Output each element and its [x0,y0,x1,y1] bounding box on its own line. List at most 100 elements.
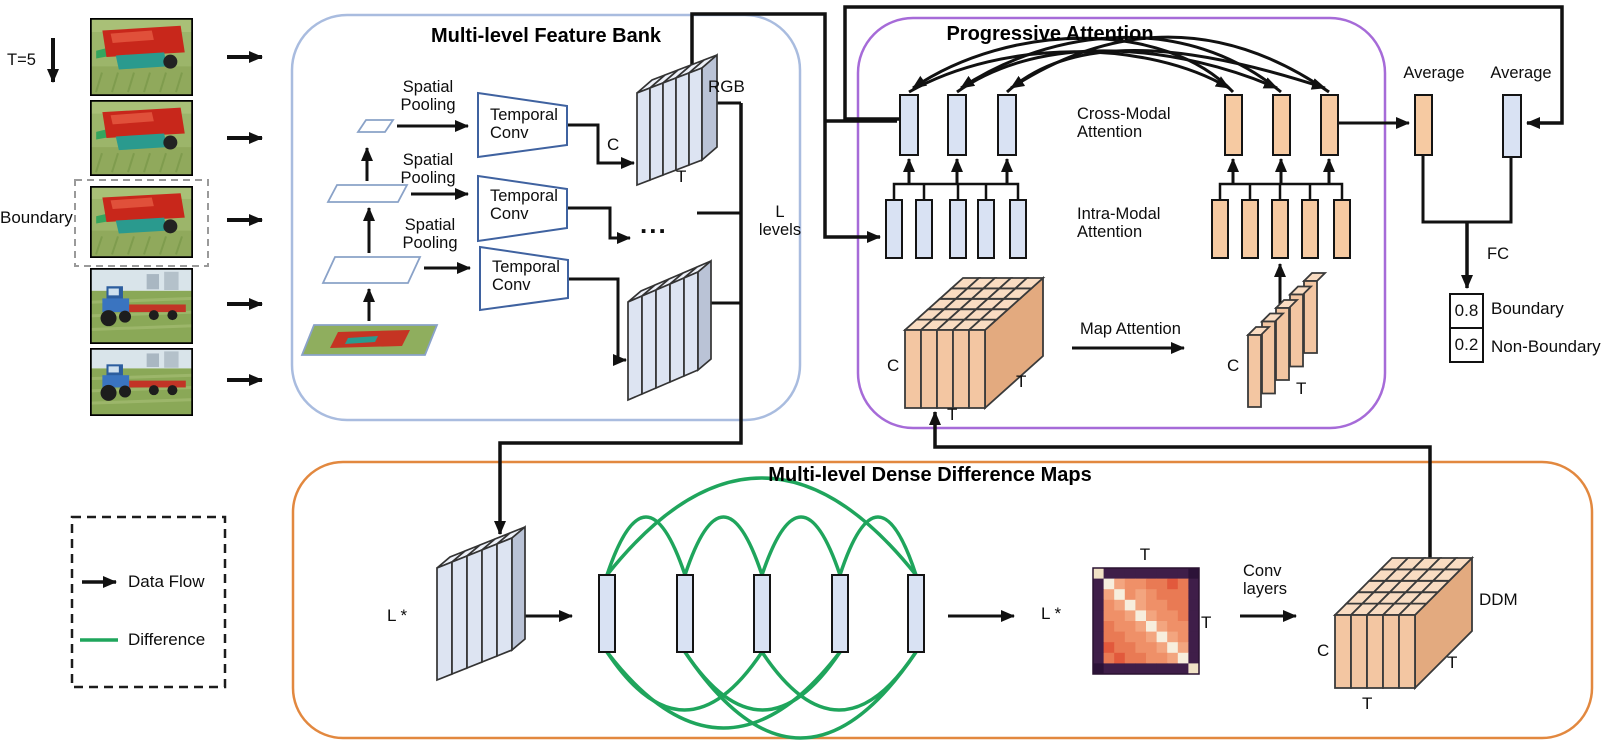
levels-to-ddm-connector [494,103,743,535]
spatial-pooling-label-2: Spatial Pooling [400,151,456,188]
cross-modal-bar-ddm [1224,94,1243,156]
intra-modal-bar-ddm [1211,199,1229,259]
score-boxes: 0.8 0.2 [1449,293,1484,363]
boundary-output-label: Boundary [1491,299,1564,318]
cross-modal-bar-ddm [1272,94,1291,156]
pooled-map-small [356,119,395,133]
progressive-attention-box [856,16,1387,430]
ddm-to-attention-connector [929,411,1432,562]
boundary-label: Boundary [0,208,73,227]
ddm-input-feature-stack [436,525,526,682]
conv-out-connector [567,123,635,169]
pa-cube-c-label: C [887,356,900,375]
average-bar-rgb [1502,94,1522,158]
cross-modal-bar-rgb [899,94,919,156]
boundary-dashed-box [74,179,209,267]
intra-modal-bar-rgb [949,199,967,259]
legend-difference-label: Difference [128,630,206,649]
video-frame-mower [90,100,193,176]
spatial-pooling-label-3: Spatial Pooling [402,216,458,253]
intra-modal-bar-ddm [1301,199,1319,259]
legend-box [70,515,227,689]
temporal-conv-label-1: Temporal Conv [490,106,558,143]
intra-modal-bar-rgb [915,199,933,259]
feature-bank-title: Multi-level Feature Bank [430,25,662,47]
video-frame-tractor [90,348,193,416]
level-bar [907,574,925,653]
cross-modal-label: Cross-Modal Attention [1077,105,1171,142]
attention-map-cube [902,275,1046,411]
difference-heatmap [1092,567,1200,675]
c-dim-label: C [607,135,620,154]
intra-bracket [892,182,1020,200]
intra-modal-bar-ddm [1271,199,1289,259]
ddm-title: Multi-level Dense Difference Maps [768,464,1092,486]
rgb-to-intra-connector [690,12,881,243]
t5-label: T=5 [7,51,36,69]
cross-to-average-connector [843,5,1564,129]
cross-modal-bar-rgb [947,94,967,156]
level-bar [598,574,616,653]
map-attention-label: Map Attention [1080,320,1181,338]
cross-modal-bar-ddm [1320,94,1339,156]
feature-bank-box [290,13,802,422]
ddm-output-label: DDM [1479,590,1518,609]
non-boundary-score-value: 0.2 [1451,327,1482,361]
difference-arc [838,515,918,576]
fc-label: FC [1487,245,1509,263]
intra-modal-bar-ddm [1333,199,1351,259]
difference-arc [605,515,687,576]
conv-out-connector [567,206,631,244]
intra-modal-label: Intra-Modal Attention [1077,205,1161,242]
difference-arc [760,515,842,576]
difference-arc [605,476,918,577]
video-frame-mower [90,186,193,258]
mapped-attention-slab [1245,272,1328,408]
ddm-box [291,460,1594,740]
average-label-left: Average [1403,64,1465,82]
pa-cube-t-bottom-label: T [947,405,958,424]
boundary-score-value: 0.8 [1454,301,1479,320]
difference-arc [605,650,842,730]
rgb-label: RGB [708,77,745,96]
cross-attention-curve [912,36,1235,94]
average-join [1421,155,1467,224]
temporal-conv-label-3: Temporal Conv [492,258,560,295]
intra-modal-bar-rgb [1009,199,1027,259]
ddm-cube-c-label: C [1317,641,1330,660]
frame-plane-deck [345,336,378,344]
average-label-right: Average [1490,64,1552,82]
progressive-attention-title: Progressive Attention [946,23,1154,45]
pa-cube-t-side-label: T [1016,372,1027,391]
l-star-maps-label: L * [1041,604,1062,623]
cross-modal-bar-rgb [997,94,1017,156]
pooled-map-large [321,256,422,284]
spatial-pooling-label-1: Spatial Pooling [400,78,456,115]
legend-data-flow-label: Data Flow [128,572,205,591]
video-frame-tractor [90,268,193,344]
slab-c-label: C [1227,356,1240,375]
ddm-cube-t-side-label: T [1447,653,1458,672]
video-frame-mower [90,18,193,96]
temporal-conv-block [479,245,569,312]
heatmap-t-right-label: T [1201,613,1212,632]
level-bar [831,574,849,653]
ddm-output-cube [1332,555,1475,691]
slab-t-label: T [1296,379,1307,398]
difference-arc [683,515,764,576]
ellipsis-label: ... [640,209,668,239]
average-bar-ddm [1414,94,1433,156]
temporal-conv-block [477,174,568,243]
level-bar [753,574,771,653]
intra-modal-bar-rgb [977,199,995,259]
difference-arc [683,651,918,740]
level-feature-stack [627,259,712,402]
level-bar [676,574,694,653]
conv-out-connector [568,277,627,366]
rgb-feature-stack [636,53,718,187]
temporal-conv-label-2: Temporal Conv [490,187,558,224]
pooled-map-medium [326,184,409,203]
heatmap-t-top-label: T [1139,545,1151,564]
